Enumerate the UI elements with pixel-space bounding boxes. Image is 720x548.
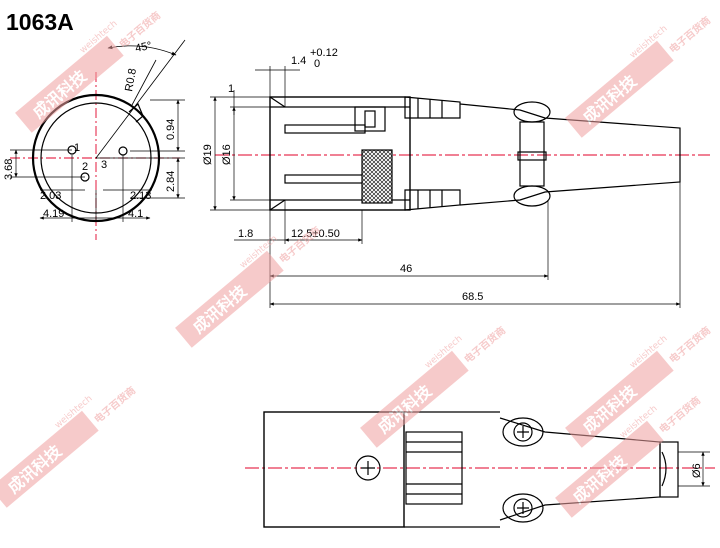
top-small-label: 1 — [228, 83, 234, 95]
tol-main-label: 1.4 — [291, 55, 306, 67]
model-title: 1063A — [6, 9, 74, 35]
angle-line-1 — [95, 39, 186, 159]
bottom-screw — [355, 455, 381, 481]
side-grip-bottom — [404, 189, 461, 211]
dim-213-label: 2.13 — [130, 190, 151, 202]
len-total-label: 68.5 — [462, 291, 483, 303]
dim-368-label: 3.68 — [3, 159, 15, 180]
bottom-clamp-top — [502, 417, 544, 447]
watermark-band — [15, 35, 124, 133]
dim-41-label: 4.1 — [128, 208, 143, 220]
bottom-clamp-bottom-cross — [517, 502, 529, 514]
watermark-brand-sub: 电子百货商 — [666, 14, 713, 56]
bottom-clamp-bottom-screw — [513, 498, 533, 518]
watermark-band — [360, 350, 469, 448]
side-clamp-body — [519, 121, 545, 187]
bottom-clamp-top-screw — [513, 422, 533, 442]
bottom-grip — [405, 431, 463, 505]
bottom-cable-curve — [661, 451, 667, 487]
watermark-brand-sub: 电子百货商 — [461, 324, 508, 366]
cable-dia-label: Ø6 — [691, 463, 703, 478]
len-46-label: 46 — [400, 263, 412, 275]
dia-16-label: Ø16 — [221, 144, 233, 165]
side-grip-top — [404, 96, 461, 119]
bottom-screw-cross — [361, 461, 375, 475]
dim-094-label: 0.94 — [165, 119, 177, 140]
side-boot — [459, 103, 681, 206]
side-front-shell — [269, 96, 411, 211]
side-pin-bottom — [284, 174, 366, 184]
side-clamp-top — [513, 101, 551, 123]
bottom-shell — [263, 411, 405, 528]
dim-419-label: 4.19 — [43, 208, 64, 220]
bottom-body-lines — [404, 411, 500, 528]
radius-label: R0.8 — [123, 68, 139, 93]
bottom-clamp-top-cross — [517, 426, 529, 438]
side-latch-screw — [364, 110, 376, 128]
watermark-band — [175, 250, 284, 348]
side-view-labels: 1.4 +0.12 0 Ø19 Ø16 1 1.8 12.5±0.50 46 6… — [202, 47, 483, 303]
bottom-clamp-bottom — [502, 493, 544, 523]
front-view — [10, 39, 186, 240]
pin-1-label: 1 — [74, 142, 80, 154]
dim-284-label: 2.84 — [165, 171, 177, 192]
side-chamfer-top — [269, 96, 286, 108]
bottom-cable-end — [659, 441, 679, 498]
watermark-brand-sub: 电子百货商 — [91, 384, 138, 426]
watermark-band — [565, 40, 674, 138]
gap-label: 1.8 — [238, 228, 253, 240]
side-hatched-insert — [361, 149, 393, 204]
watermark-band — [0, 410, 99, 508]
side-pin-top — [284, 124, 366, 134]
pin-3-label: 3 — [101, 159, 107, 171]
angle-label: 45° — [134, 40, 153, 55]
dia-19-label: Ø19 — [202, 144, 214, 165]
side-clamp-slot — [517, 151, 547, 161]
bottom-view — [245, 411, 715, 528]
dim-203-label: 2.03 — [40, 190, 61, 202]
watermark-band — [555, 420, 664, 518]
pin-2-label: 2 — [82, 161, 88, 173]
watermark-band — [565, 350, 674, 448]
pin-len-label: 12.5±0.50 — [291, 228, 340, 240]
tol-lower-label: 0 — [314, 58, 320, 70]
tol-upper-label: +0.12 — [310, 47, 338, 59]
side-latch — [354, 106, 386, 132]
watermark-brand-sub: 电子百货商 — [656, 394, 703, 436]
radius-leader — [131, 59, 157, 106]
watermark-brand-sub: 电子百货商 — [666, 324, 713, 366]
side-chamfer-bottom — [269, 199, 286, 211]
watermark-layer: 成讯科技weishtech电子百货商成讯科技weishtech电子百货商成讯科技… — [0, 9, 713, 518]
front-view-labels: 45° R0.8 1 2 3 0.94 2.84 3.68 2.03 2.13 … — [3, 40, 177, 220]
pin-3 — [118, 146, 128, 156]
side-view — [210, 66, 710, 308]
